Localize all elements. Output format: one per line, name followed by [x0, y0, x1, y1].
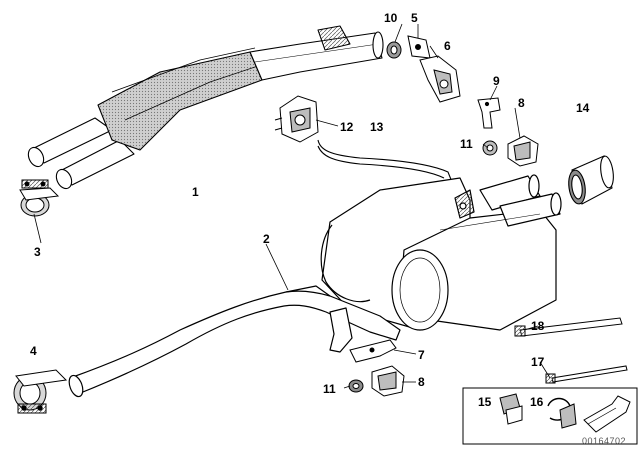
rear-silencer [320, 174, 562, 331]
callout-7: 7 [418, 348, 425, 362]
document-id: 00164702 [582, 436, 627, 446]
callout-1: 1 [192, 185, 199, 199]
hanger-assembly-right [477, 97, 539, 167]
hanger-assembly-lower [348, 339, 405, 397]
callout-14: 14 [576, 101, 590, 115]
callout-8-lower: 8 [418, 375, 425, 389]
callout-4: 4 [30, 344, 37, 358]
callout-3: 3 [34, 245, 41, 259]
callout-2: 2 [263, 232, 270, 246]
callout-10: 10 [384, 11, 398, 25]
callout-15: 15 [478, 395, 492, 409]
fastener-legend [462, 387, 638, 445]
callout-6: 6 [444, 39, 451, 53]
callout-11-upper: 11 [460, 137, 473, 151]
callout-17: 17 [531, 355, 545, 369]
pipe-clamp-lower [13, 369, 68, 414]
support-rod [317, 139, 453, 183]
cable-ties [514, 317, 628, 384]
callout-5: 5 [411, 11, 418, 25]
hanger-assembly-top [386, 35, 461, 103]
rubber-mount-hanger [274, 95, 319, 143]
tailpipe-tip [568, 155, 614, 205]
callout-12: 12 [340, 120, 354, 134]
pipe-clamp-upper [19, 179, 60, 217]
callout-18: 18 [531, 319, 545, 333]
leader-lines [33, 23, 551, 389]
front-pipe-catalytic-converter [27, 25, 384, 190]
callout-11-lower: 11 [323, 382, 336, 396]
callout-8-upper: 8 [518, 96, 525, 110]
callout-16: 16 [530, 395, 544, 409]
callout-13: 13 [370, 120, 384, 134]
callout-9: 9 [493, 74, 500, 88]
intermediate-pipe [68, 285, 401, 398]
